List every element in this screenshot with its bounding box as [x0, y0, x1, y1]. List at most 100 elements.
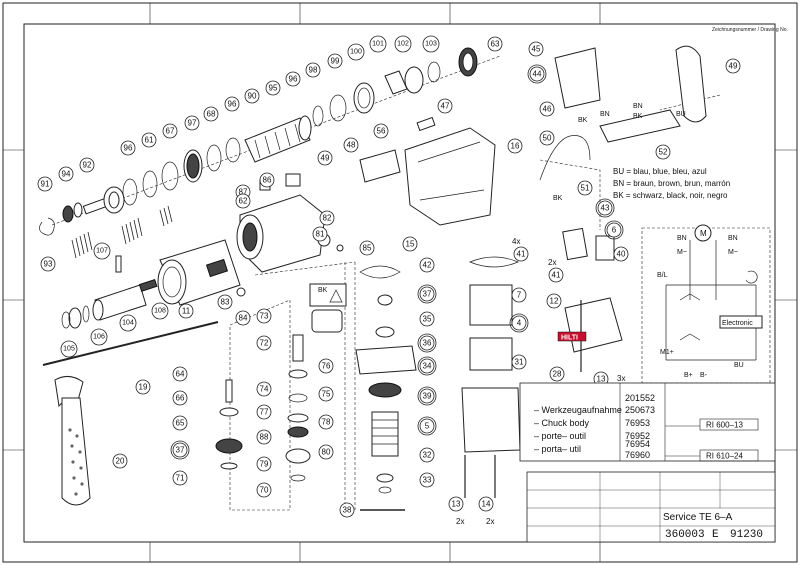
callout-6: 6	[604, 220, 624, 240]
callout-14: 14	[478, 496, 494, 512]
schematic-electronic-label: Electronic	[722, 320, 753, 327]
callout-28: 28	[549, 366, 565, 382]
callout-66: 66	[172, 390, 188, 406]
callout-number: 82	[323, 214, 332, 223]
wire-tag: BK	[553, 195, 563, 202]
frame-inner	[23, 23, 776, 543]
wire-tag: B/L	[657, 272, 668, 279]
callout-75: 75	[318, 386, 334, 402]
callout-98: 98	[305, 62, 321, 78]
callout-31: 31	[511, 354, 527, 370]
callout-82: 82	[319, 210, 335, 226]
callout-91: 91	[37, 176, 53, 192]
callout-number: 97	[188, 119, 197, 128]
callout-number: 34	[423, 362, 432, 371]
callout-104: 104	[119, 314, 137, 332]
drawing-number: 360003	[665, 529, 705, 541]
callout-number: 105	[63, 346, 75, 353]
part-spring-clip	[39, 217, 55, 236]
part-front-seal-group	[62, 186, 125, 223]
frame-zone-ticks	[3, 3, 797, 562]
callout-100: 100	[347, 43, 365, 61]
callout-number: 47	[441, 102, 450, 111]
callout-42: 42	[419, 257, 435, 273]
drawing-revision: E	[712, 529, 719, 541]
part-gear-train	[215, 334, 311, 482]
drawing-title: Service TE 6–A	[663, 512, 733, 523]
callout-56: 56	[373, 123, 389, 139]
callout-7: 7	[511, 287, 527, 303]
callout-49: 49	[317, 150, 333, 166]
desc-line-es: – porta– util	[534, 444, 581, 454]
callout-61: 61	[141, 132, 157, 148]
callout-number: 101	[372, 41, 384, 48]
wire-legend-black: BK = schwarz, black, noir, negro	[613, 191, 728, 200]
callout-number: 80	[322, 448, 331, 457]
wire-tag: BU	[676, 111, 686, 118]
callout-number: 65	[176, 419, 185, 428]
callout-64: 64	[172, 366, 188, 382]
callout-number: 46	[543, 105, 552, 114]
callout-45: 45	[528, 41, 544, 57]
callout-number: 81	[316, 230, 325, 239]
callout-73: 73	[256, 308, 272, 324]
callout-number: 39	[423, 392, 432, 401]
chuck-part-table: – Werkzeugaufnahme – Chuck body – porte–…	[519, 382, 776, 462]
wire-legend-brown: BN = braun, brown, brun, marrón	[613, 179, 730, 188]
callout-number: 96	[228, 100, 237, 109]
part-armature-stack	[355, 265, 417, 511]
brand-logo-text: HILTI	[561, 335, 578, 342]
callout-96: 96	[285, 71, 301, 87]
callout-number: 5	[425, 422, 430, 431]
variant-ri-600: RI 600–13	[706, 421, 743, 430]
callout-number: 96	[124, 144, 133, 153]
callout-94: 94	[58, 166, 74, 182]
callout-41: 41	[548, 267, 564, 283]
callout-number: 91	[41, 180, 50, 189]
callout-13: 13	[448, 496, 464, 512]
callout-number: 49	[321, 154, 330, 163]
callout-79: 79	[256, 456, 272, 472]
quantity-label: 4x	[512, 237, 520, 246]
callout-77: 77	[256, 404, 272, 420]
callout-43: 43	[595, 198, 615, 218]
part-chuck-body	[244, 115, 312, 163]
callout-number: 42	[423, 261, 432, 270]
desc-line-fr: – porte– outil	[534, 431, 586, 441]
callout-number: 33	[423, 476, 432, 485]
callout-32: 32	[419, 447, 435, 463]
callout-number: 41	[552, 271, 561, 280]
callout-number: 31	[515, 358, 524, 367]
callout-number: 79	[260, 460, 269, 469]
wire-tag: BN	[633, 103, 643, 110]
part-gear-housing	[236, 173, 344, 273]
part-depth-rod	[42, 321, 219, 366]
callout-83: 83	[217, 294, 233, 310]
callout-number: 102	[397, 41, 409, 48]
callout-number: 92	[83, 161, 92, 170]
callout-number: 108	[154, 308, 166, 315]
callout-5: 5	[417, 416, 437, 436]
wire-tag: BN	[600, 111, 610, 118]
callout-number: 45	[532, 45, 541, 54]
callout-92: 92	[79, 157, 95, 173]
callout-number: 96	[289, 75, 298, 84]
part-side-handle	[54, 376, 91, 506]
callout-number: 93	[44, 260, 53, 269]
callout-number: 68	[207, 110, 216, 119]
callout-number: 15	[406, 240, 415, 249]
callout-37: 37	[417, 284, 437, 304]
callout-88: 88	[256, 429, 272, 445]
callout-number: 75	[322, 390, 331, 399]
wire-legend: BU = blau, blue, bleu, azul BN = braun, …	[613, 167, 730, 200]
part-motor-housing	[359, 116, 496, 226]
callout-102: 102	[394, 35, 412, 53]
callout-number: 67	[166, 127, 175, 136]
part-rear-rings	[312, 47, 478, 127]
part-warning-symbol	[309, 283, 347, 333]
callout-99: 99	[327, 53, 343, 69]
callout-number: 72	[260, 339, 269, 348]
callout-number: 56	[377, 127, 386, 136]
